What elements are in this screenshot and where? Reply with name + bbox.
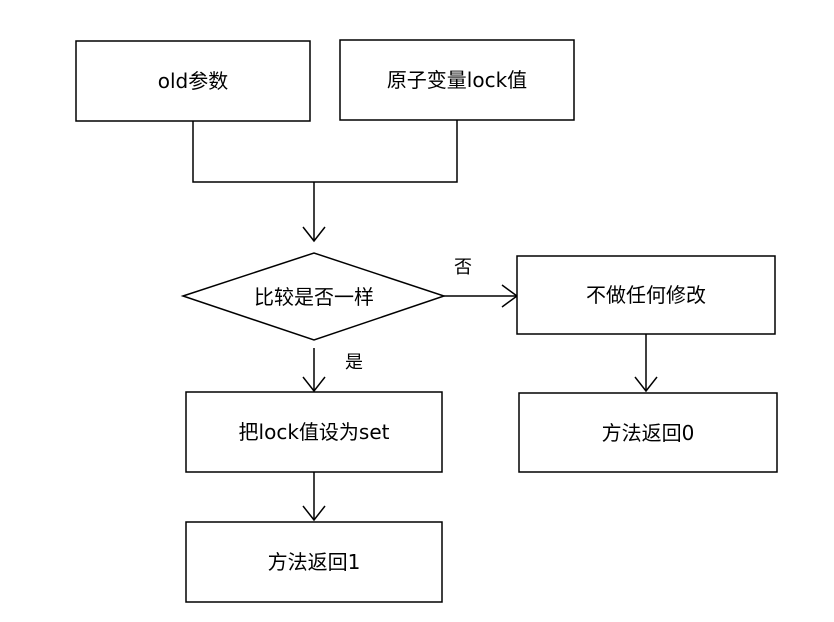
arrow-to-compare-head: [302, 226, 326, 243]
node-no-change-box: [516, 255, 776, 335]
node-return-zero: 方法返回0: [518, 392, 778, 473]
edge-label-yes: 是: [345, 352, 363, 373]
node-set-lock-box: [185, 391, 443, 473]
node-return-zero-label: 方法返回0: [602, 421, 695, 445]
node-compare: 比较是否一样: [180, 252, 447, 341]
node-set-lock: 把lock值设为set: [185, 391, 443, 473]
node-return-one-box: [185, 521, 443, 603]
node-return-one-label: 方法返回1: [268, 550, 361, 574]
node-compare-label: 比较是否一样: [254, 285, 374, 309]
arrow-yes-head: [302, 376, 326, 393]
node-atomic-lock-label: 原子变量lock值: [387, 68, 527, 92]
node-old-param: old参数: [75, 40, 311, 122]
edge-label-no: 否: [454, 257, 472, 278]
node-old-param-box: [75, 40, 311, 122]
node-atomic-lock: 原子变量lock值: [339, 39, 575, 121]
node-no-change: 不做任何修改: [516, 255, 776, 335]
node-no-change-label: 不做任何修改: [586, 283, 706, 307]
node-atomic-lock-box: [339, 39, 575, 121]
arrow-to-return-zero-head: [634, 376, 658, 393]
node-old-param-label: old参数: [158, 69, 229, 93]
arrow-to-return-one-head: [302, 505, 326, 522]
merge-connector: [192, 120, 458, 183]
node-return-one: 方法返回1: [185, 521, 443, 603]
node-return-zero-box: [518, 392, 778, 473]
node-set-lock-label: 把lock值设为set: [239, 420, 390, 444]
